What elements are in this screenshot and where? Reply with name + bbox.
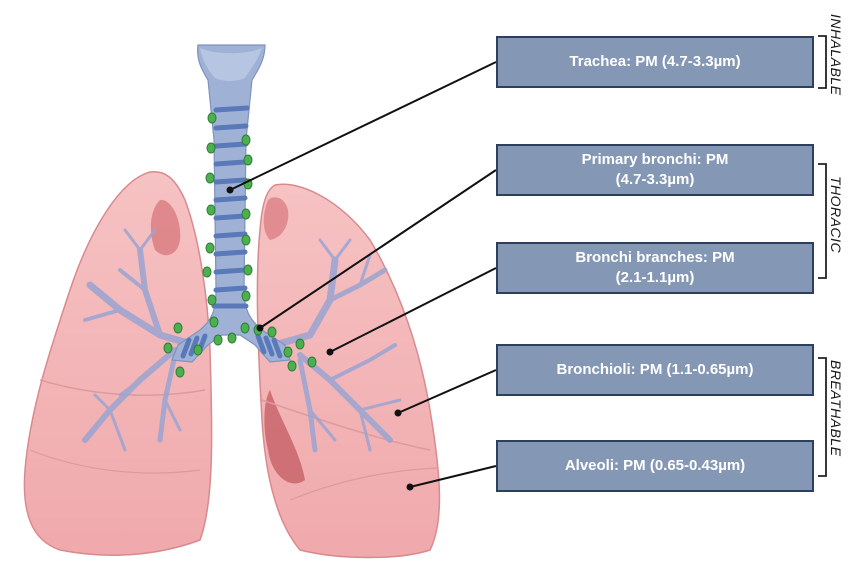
leader-line-trachea [230,62,496,190]
label-alveoli: Alveoli: PM (0.65-0.43µm) [496,440,814,492]
label-bronchioli-text: Bronchioli: PM (1.1-0.65µm) [556,360,753,380]
category-brackets [818,36,826,476]
bracket-inhalable [818,36,826,88]
label-primary-bronchi: Primary bronchi: PM (4.7-3.3µm) [496,144,814,196]
category-breathable: BREATHABLE [828,360,844,457]
label-bronchi-branches-text: Bronchi branches: PM (2.1-1.1µm) [575,248,734,288]
category-thoracic: THORACIC [828,176,844,253]
category-inhalable: INHALABLE [828,14,844,96]
left-lung [24,172,211,555]
label-alveoli-text: Alveoli: PM (0.65-0.43µm) [565,456,745,476]
bracket-thoracic [818,164,826,278]
label-trachea-text: Trachea: PM (4.7-3.3µm) [569,52,740,72]
label-trachea: Trachea: PM (4.7-3.3µm) [496,36,814,88]
label-primary-bronchi-text: Primary bronchi: PM (4.7-3.3µm) [582,150,729,190]
label-bronchi-branches: Bronchi branches: PM (2.1-1.1µm) [496,242,814,294]
bracket-breathable [818,358,826,476]
label-bronchioli: Bronchioli: PM (1.1-0.65µm) [496,344,814,396]
